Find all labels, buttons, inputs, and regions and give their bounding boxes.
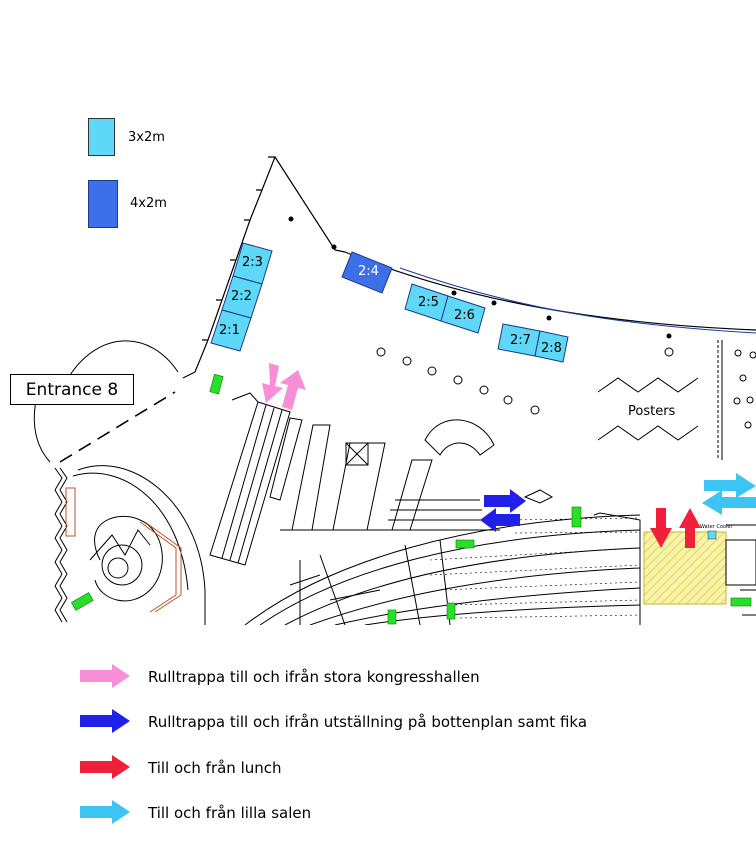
entrance-label: Entrance 8 bbox=[10, 374, 134, 405]
booth-label-2-6: 2:6 bbox=[454, 308, 475, 323]
large-booth-swatch bbox=[88, 180, 118, 228]
pink-arrow-icon bbox=[80, 664, 130, 688]
booth-group-top bbox=[341, 251, 569, 363]
map-arrows bbox=[262, 363, 756, 548]
booth-label-2-5: 2:5 bbox=[418, 295, 439, 310]
booth-2-4[interactable] bbox=[341, 251, 393, 294]
booth-label-2-2: 2:2 bbox=[231, 289, 252, 304]
booth-2-8[interactable] bbox=[534, 330, 569, 363]
blue-arrow-left bbox=[480, 508, 520, 532]
cyan-arrow-left bbox=[702, 490, 756, 515]
booth-label-2-1: 2:1 bbox=[219, 323, 240, 338]
posters-label: Posters bbox=[628, 404, 676, 419]
pink-arrow-up bbox=[280, 370, 306, 410]
poster-boards bbox=[597, 340, 723, 460]
columns bbox=[288, 216, 672, 339]
pink-arrow-down bbox=[262, 363, 283, 403]
spiral-stair bbox=[89, 515, 182, 613]
floor-plan-map bbox=[33, 156, 756, 625]
legend-row-cyan: Till och från lilla salen bbox=[80, 800, 740, 830]
outer-wall bbox=[182, 156, 756, 379]
booth-label-2-3: 2:3 bbox=[242, 255, 263, 270]
blue-arrow-right bbox=[484, 489, 526, 513]
escalator-main bbox=[209, 392, 303, 566]
auditorium bbox=[72, 465, 641, 625]
legend-row-pink: Rulltrappa till och ifrån stora kongress… bbox=[80, 664, 740, 694]
legend-label-pink: Rulltrappa till och ifrån stora kongress… bbox=[148, 668, 480, 686]
booth-label-2-4: 2:4 bbox=[358, 264, 379, 279]
legend-label-blue: Rulltrappa till och ifrån utställning på… bbox=[148, 713, 588, 731]
open-columns bbox=[376, 347, 756, 429]
legend-label-cyan: Till och från lilla salen bbox=[148, 804, 312, 822]
legend-row-red: Till och från lunch bbox=[80, 755, 740, 785]
cyan-arrow-right bbox=[704, 473, 756, 498]
red-arrow-icon bbox=[80, 755, 130, 779]
booth-label-2-7: 2:7 bbox=[510, 333, 531, 348]
legend-label-red: Till och från lunch bbox=[148, 759, 282, 777]
escalator-blue bbox=[280, 419, 554, 531]
booth-2-1[interactable] bbox=[210, 309, 252, 352]
booth-group-left bbox=[210, 242, 273, 352]
red-arrow-up bbox=[679, 508, 701, 548]
small-booth-swatch bbox=[88, 118, 115, 156]
cyan-arrow-icon bbox=[80, 800, 130, 824]
entrance-text: Entrance 8 bbox=[25, 379, 119, 400]
booth-label-2-8: 2:8 bbox=[541, 341, 562, 356]
legend-row-blue: Rulltrappa till och ifrån utställning på… bbox=[80, 709, 740, 739]
water-cooler-label: Water Cooler bbox=[700, 524, 733, 530]
large-booth-label: 4x2m bbox=[130, 196, 167, 211]
red-arrow-down bbox=[650, 508, 672, 548]
left-wall bbox=[54, 467, 63, 623]
small-booth-label: 3x2m bbox=[128, 130, 165, 145]
booth-2-6[interactable] bbox=[440, 295, 486, 334]
blue-arrow-icon bbox=[80, 709, 130, 733]
